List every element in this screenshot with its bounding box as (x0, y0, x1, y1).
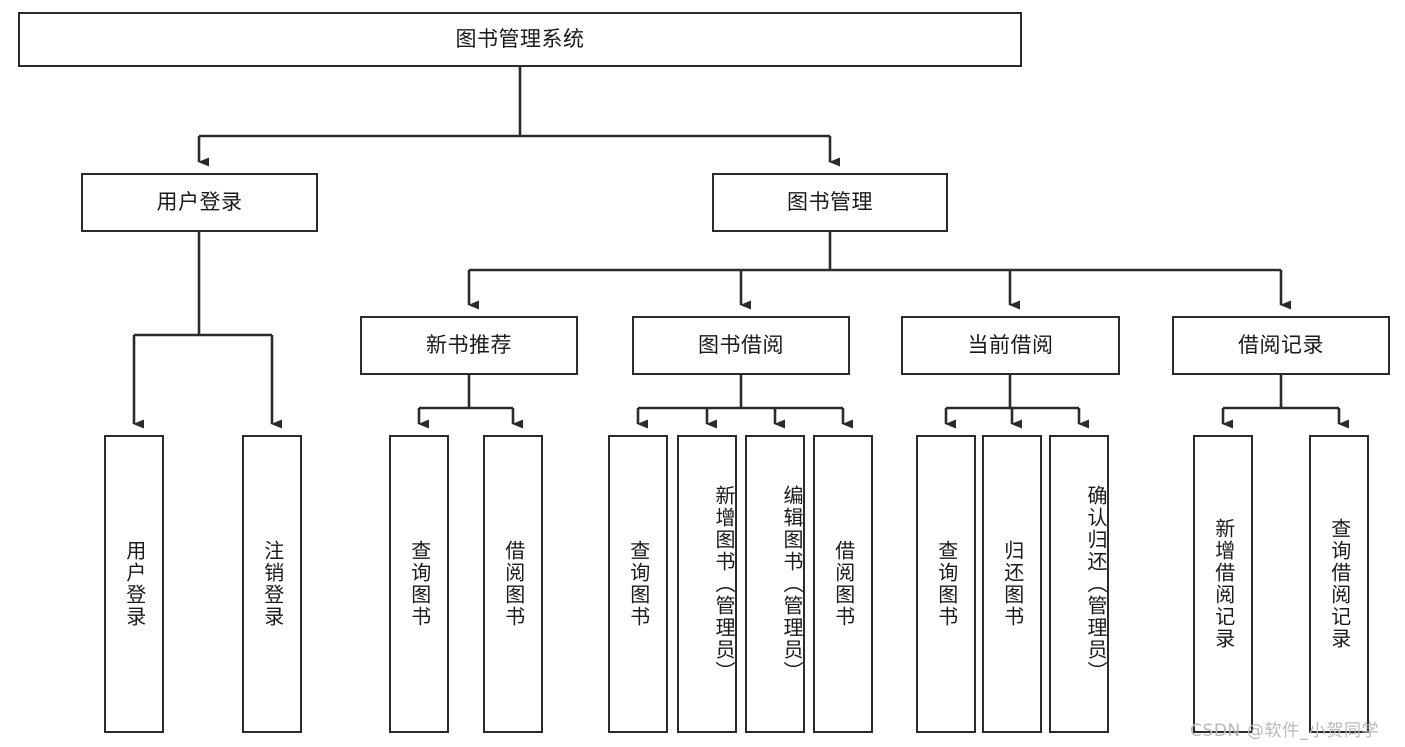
leaf-borrow-book-new[interactable]: 借阅图书 (483, 435, 543, 733)
leaf-borrow-book[interactable]: 借阅图书 (813, 435, 873, 733)
leaf-query-book-new[interactable]: 查询图书 (389, 435, 449, 733)
node-new-book-recommend[interactable]: 新书推荐 (360, 316, 578, 375)
leaf-query-book-borrow[interactable]: 查询图书 (608, 435, 668, 733)
leaf-user-login[interactable]: 用户登录 (104, 435, 164, 733)
leaf-add-book-admin[interactable]: 新增图书（管理员） (677, 435, 737, 733)
leaf-confirm-return-admin[interactable]: 确认归还（管理员） (1049, 435, 1109, 733)
node-user-login[interactable]: 用户登录 (81, 173, 318, 232)
leaf-query-book-current[interactable]: 查询图书 (916, 435, 976, 733)
leaf-add-borrow-record[interactable]: 新增借阅记录 (1193, 435, 1253, 733)
node-current-borrow[interactable]: 当前借阅 (901, 316, 1120, 375)
node-book-management[interactable]: 图书管理 (712, 173, 948, 232)
leaf-return-book[interactable]: 归还图书 (982, 435, 1042, 733)
leaf-edit-book-admin[interactable]: 编辑图书（管理员） (745, 435, 805, 733)
node-book-borrow[interactable]: 图书借阅 (632, 316, 850, 375)
node-root[interactable]: 图书管理系统 (18, 12, 1022, 67)
node-borrow-record[interactable]: 借阅记录 (1172, 316, 1390, 375)
leaf-query-borrow-record[interactable]: 查询借阅记录 (1309, 435, 1369, 733)
leaf-logout[interactable]: 注销登录 (242, 435, 302, 733)
csdn-watermark: CSDN @软件_小贺同学 (1190, 721, 1380, 741)
